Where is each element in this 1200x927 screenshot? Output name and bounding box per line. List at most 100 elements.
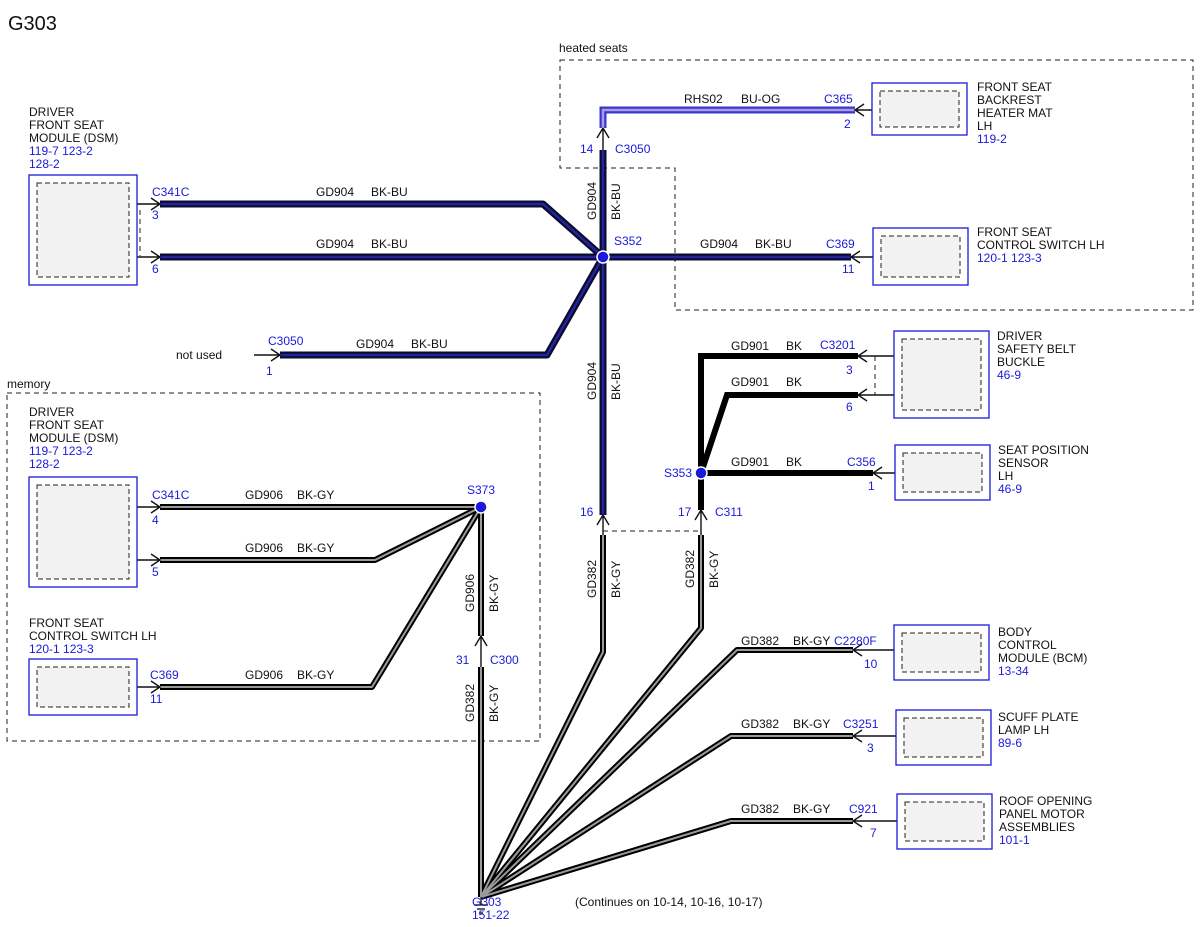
wire-label-circuit: GD904 [356, 337, 394, 351]
component-line: MODULE (BCM) [998, 651, 1087, 665]
splice-s352-dot[interactable] [596, 250, 610, 264]
wire-label-circuit: GD382 [741, 802, 779, 816]
component-ref: 46-9 [998, 482, 1022, 496]
wire-label-color: BK-BU [371, 185, 408, 199]
wire-label-circuit: GD906 [245, 488, 283, 502]
wire-label-circuit: GD904 [316, 237, 354, 251]
connector-c369-mem-name: C369 [150, 668, 179, 682]
component-ref: 13-34 [998, 664, 1029, 678]
component-line: ASSEMBLIES [999, 820, 1075, 834]
component-box-switch-mem[interactable] [28, 658, 138, 716]
ground-ref: 151-22 [472, 908, 510, 922]
component-line: FRONT SEAT [29, 118, 105, 132]
component-line: FRONT SEAT [29, 418, 105, 432]
wire-label-circuit: GD382 [741, 634, 779, 648]
component-ref: 120-1 123-3 [977, 251, 1042, 265]
pin-label: 5 [152, 565, 159, 579]
wire-label-circuit: GD906 [245, 668, 283, 682]
pin-label: 6 [152, 262, 159, 276]
component-ref: 128-2 [29, 457, 60, 471]
pin-label: 3 [867, 741, 874, 755]
component-box-pos-sensor[interactable] [894, 444, 991, 501]
component-ref: 128-2 [29, 157, 60, 171]
not-used-label: not used [176, 348, 222, 362]
component-line: MODULE (DSM) [29, 431, 118, 445]
pin-label: 31 [456, 653, 470, 667]
wire-label-color: BU-OG [741, 92, 780, 106]
wire-label-circuit: GD904 [316, 185, 354, 199]
splice-s352-label: S352 [614, 234, 642, 248]
splice-s353-dot[interactable] [694, 466, 708, 480]
wire-label-color: BK-GY [487, 685, 501, 722]
pin-label: 2 [844, 117, 851, 131]
connector-c369-right-name: C369 [826, 237, 855, 251]
splice-s353-label: S353 [664, 466, 692, 480]
wire-label-color: BK-GY [609, 561, 623, 598]
page-title: G303 [8, 13, 57, 35]
wire-label-color: BK-BU [609, 183, 623, 220]
component-box-backrest[interactable] [871, 82, 968, 136]
wire-label-circuit: GD382 [585, 560, 599, 598]
component-line: LH [998, 469, 1013, 483]
wire-label-color: BK-GY [297, 488, 334, 502]
ground-name: G303 [472, 895, 502, 909]
wire-label-circuit: RHS02 [684, 92, 723, 106]
wire-label-color: BK [786, 455, 802, 469]
component-box-buckle[interactable] [893, 330, 990, 419]
wire-label-color: BK-GY [707, 551, 721, 588]
wire-label-color: BK-BU [755, 237, 792, 251]
connector-c2280f-name: C2280F [834, 634, 877, 648]
component-line: SAFETY BELT [997, 342, 1077, 356]
component-box-switch-right[interactable] [872, 227, 969, 286]
connector-c3251-name: C3251 [843, 717, 879, 731]
wire-label-color: BK-GY [297, 541, 334, 555]
component-box-bcm[interactable] [893, 624, 990, 681]
component-line: FRONT SEAT [977, 80, 1053, 94]
wire-gd904[interactable] [160, 150, 851, 515]
component-line: DRIVER [29, 105, 75, 119]
wire-gd901[interactable] [698, 353, 873, 510]
pin-label: 16 [580, 505, 594, 519]
connector-c341c-top-name: C341C [152, 185, 190, 199]
pin-label: 11 [842, 262, 855, 276]
component-line: SEAT POSITION [998, 443, 1089, 457]
component-line: FRONT SEAT [29, 616, 105, 630]
component-ref: 119-2 [977, 132, 1007, 146]
memory-region [6, 392, 541, 742]
component-box-roof[interactable] [896, 793, 993, 850]
component-box-dsm-top[interactable] [28, 174, 138, 286]
pin-label: 10 [864, 657, 878, 671]
wire-label-color: BK-BU [411, 337, 448, 351]
component-ref: 119-7 123-2 [29, 444, 93, 458]
wire-gd906[interactable] [160, 504, 484, 690]
component-ref: 46-9 [997, 368, 1021, 382]
wire-label-circuit: GD901 [731, 375, 769, 389]
wire-label-color: BK-GY [793, 717, 830, 731]
wire-gd382[interactable] [478, 535, 853, 900]
pin-label: 17 [678, 505, 692, 519]
splice-s373-dot[interactable] [474, 500, 488, 514]
wire-label-color: BK-GY [793, 802, 830, 816]
pin-label: 1 [868, 479, 875, 493]
wire-label-circuit: GD904 [700, 237, 738, 251]
wire-label-color: BK [786, 375, 802, 389]
wire-label-circuit: GD904 [585, 182, 599, 220]
connector-c300-name: C300 [490, 653, 519, 667]
connector-c356-name: C356 [847, 455, 876, 469]
component-line: BACKREST [977, 93, 1042, 107]
wire-rhs02[interactable] [599, 106, 855, 128]
heated-seats-region [559, 59, 1194, 311]
pin-label: 3 [152, 208, 159, 222]
wire-label-color: BK-GY [487, 575, 501, 612]
component-box-scuff[interactable] [895, 709, 992, 766]
component-line: MODULE (DSM) [29, 131, 118, 145]
component-box-dsm-mem[interactable] [28, 476, 138, 588]
component-line: DRIVER [29, 405, 75, 419]
